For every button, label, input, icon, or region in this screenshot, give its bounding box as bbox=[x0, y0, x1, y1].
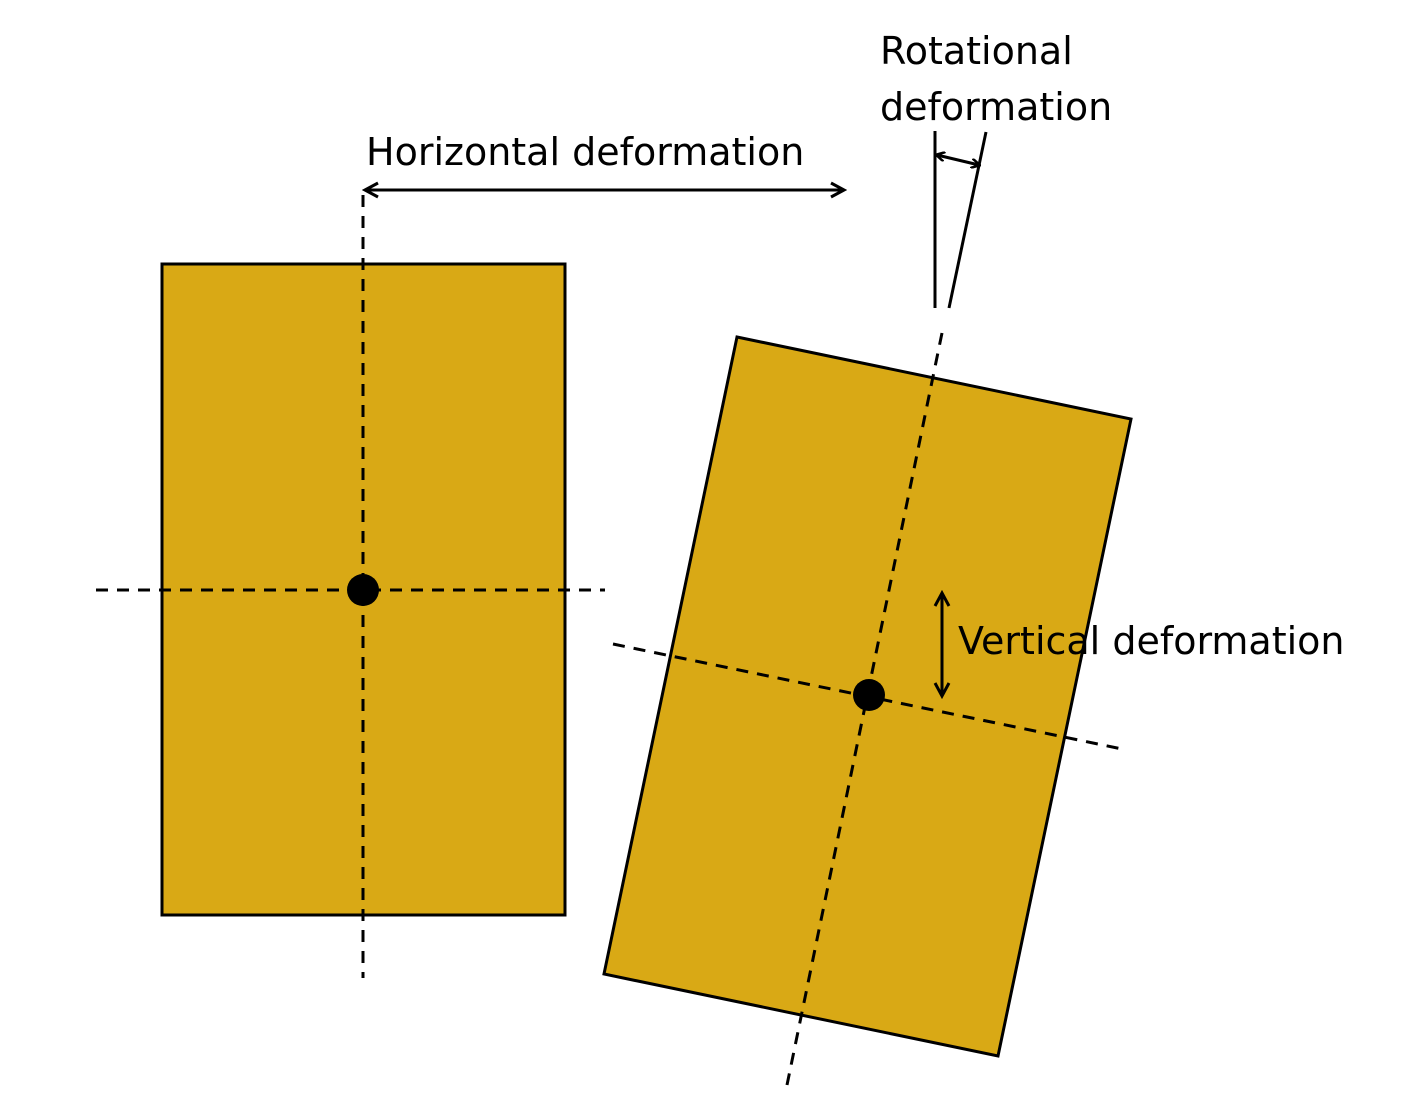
rotational-deformation-label-line2: deformation bbox=[880, 85, 1112, 129]
vertical-deformation-label: Vertical deformation bbox=[958, 619, 1345, 663]
horizontal-deformation-label: Horizontal deformation bbox=[366, 130, 804, 174]
original-center-point bbox=[347, 574, 379, 606]
rotational-deformation-arrow bbox=[937, 155, 979, 165]
rotational-deformation-label-line1: Rotational bbox=[880, 29, 1073, 73]
deformed-center-point bbox=[853, 679, 885, 711]
